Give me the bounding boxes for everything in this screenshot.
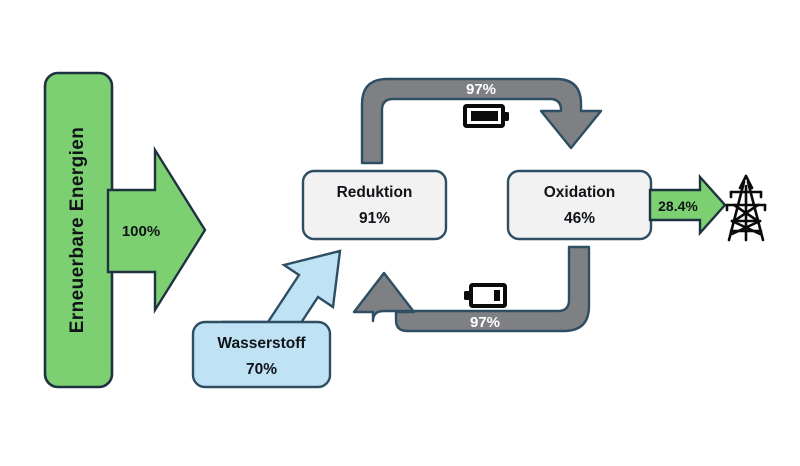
reduktion-node[interactable]: Reduktion 91% [301, 169, 448, 241]
reduktion-title: Reduktion [337, 184, 413, 201]
wasserstoff-node[interactable]: Wasserstoff 70% [191, 320, 332, 389]
oxidation-node[interactable]: Oxidation 46% [506, 169, 653, 241]
discharge-flow-arrow[interactable]: 97% [352, 245, 591, 333]
renewable-energy-label: Erneuerbare Energien [67, 127, 88, 334]
charge-flow-arrow[interactable]: 97% [360, 77, 603, 165]
output-flow-label: 28.4% [658, 198, 698, 214]
battery-full-icon [463, 104, 509, 128]
oxidation-box [506, 169, 653, 241]
battery-empty-icon [462, 283, 507, 309]
power-pylon-icon [725, 174, 767, 242]
oxidation-title: Oxidation [544, 184, 615, 201]
renewable-energy-source[interactable]: Erneuerbare Energien [43, 71, 114, 389]
wasserstoff-value: 70% [246, 361, 277, 378]
reduktion-value: 91% [359, 210, 390, 227]
input-flow-arrow[interactable]: 100% [106, 145, 207, 315]
wasserstoff-title: Wasserstoff [217, 335, 306, 352]
input-flow-label: 100% [122, 223, 160, 240]
reduktion-box [301, 169, 448, 241]
output-flow-arrow[interactable]: 28.4% [648, 173, 727, 237]
input-flow-arrow-shape [106, 145, 207, 315]
output-flow-arrow-shape [648, 173, 727, 237]
charge-flow-label: 97% [466, 81, 496, 98]
oxidation-value: 46% [564, 210, 595, 227]
charge-flow-arrow-shape [360, 77, 603, 165]
discharge-flow-label: 97% [470, 314, 500, 331]
discharge-flow-arrow-shape [352, 245, 591, 333]
wasserstoff-box [191, 320, 332, 389]
